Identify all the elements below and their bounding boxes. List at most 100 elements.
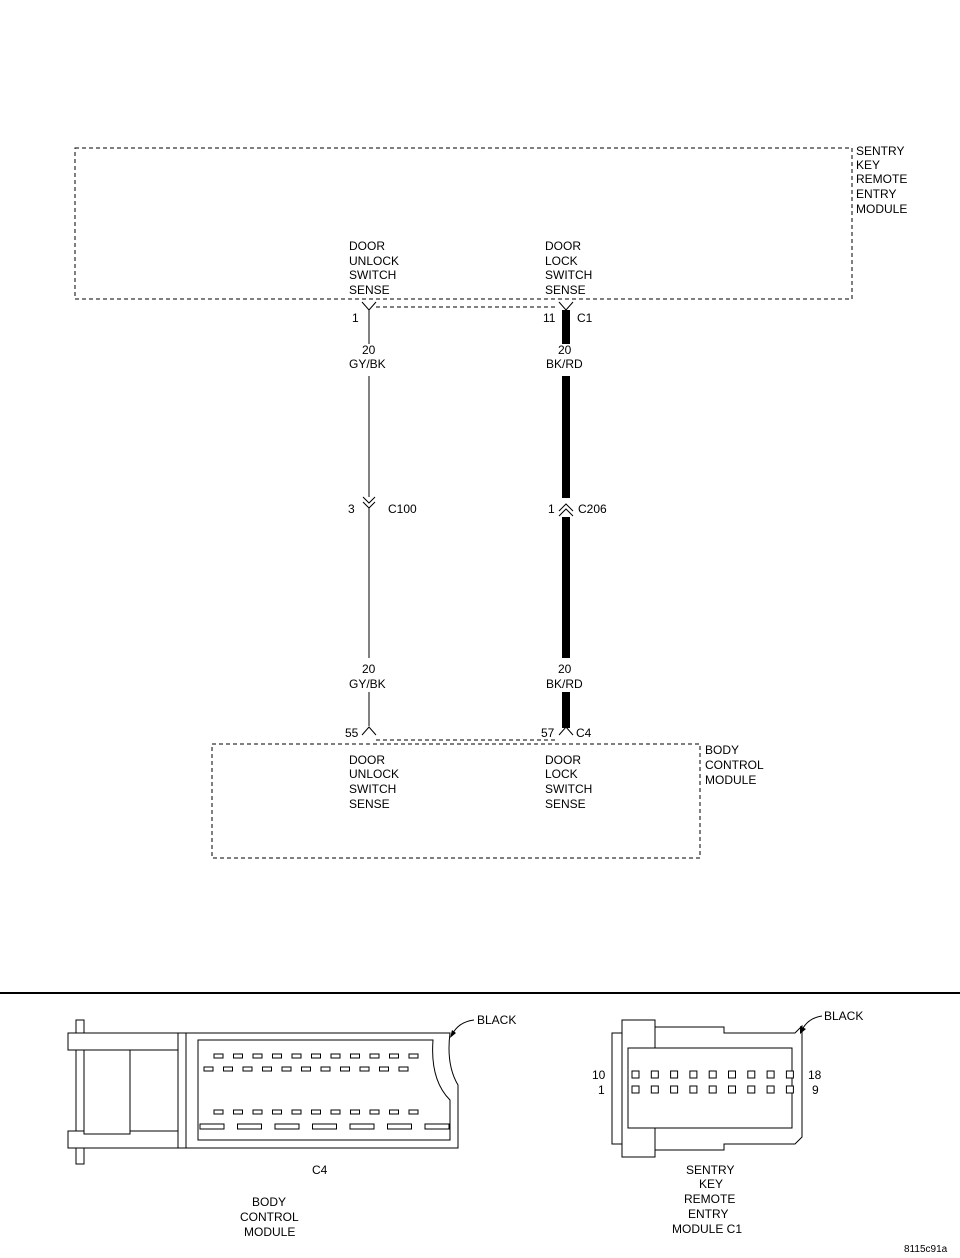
c4-pin-cavity — [320, 1066, 331, 1072]
bcm-module-name-line: CONTROL — [705, 758, 764, 772]
sentry-module-name-line: KEY — [856, 158, 880, 172]
c1-pin-cavity — [728, 1070, 736, 1079]
c4-cavity-outline — [197, 1039, 451, 1141]
label-line: SENSE — [545, 797, 586, 811]
c1-color-leader — [801, 1015, 823, 1031]
sentry-caption-line: ENTRY — [688, 1207, 728, 1221]
c1-pin-9-label: 9 — [812, 1083, 819, 1097]
c4-pin-cavity — [252, 1053, 263, 1059]
c4-power-cavity — [312, 1123, 337, 1130]
c4-pin-cavity — [262, 1066, 272, 1072]
top-connector-lock: C1 — [577, 311, 593, 325]
label-line: LOCK — [545, 767, 578, 781]
top-pin-unlock: 1 — [352, 311, 359, 325]
c4-pin-cavity — [389, 1053, 399, 1059]
sentry-caption-line: REMOTE — [684, 1192, 735, 1206]
c1-pin-field — [631, 1070, 794, 1094]
bcm-module-name-line: BODY — [705, 743, 739, 757]
label-line: UNLOCK — [349, 254, 399, 268]
pin-symbol — [361, 726, 377, 736]
c1-pin-cavity — [747, 1070, 756, 1079]
c4-pin-cavity — [330, 1109, 341, 1115]
c1-pin-cavity — [708, 1070, 717, 1079]
c4-pin-cavity — [233, 1109, 243, 1115]
c1-pin-cavity — [670, 1085, 679, 1094]
c4-pin-cavity — [369, 1109, 380, 1115]
bcm-caption-line: CONTROL — [240, 1210, 299, 1224]
c206-connector-symbol — [558, 503, 574, 517]
c4-latch-tab — [67, 1032, 179, 1051]
c1-pin-cavity — [631, 1085, 640, 1094]
c4-pin-cavity — [203, 1066, 214, 1072]
c4-pin-cavity — [408, 1109, 419, 1115]
c4-housing — [177, 1032, 459, 1149]
c1-pin-cavity — [766, 1070, 775, 1079]
c4-leader-arrow — [450, 1030, 456, 1038]
c4-pin-cavity — [223, 1066, 233, 1072]
lock-upper-gauge: 20 — [558, 343, 572, 357]
unlock-sense-bottom-label: DOOR UNLOCK SWITCH SENSE — [349, 753, 399, 811]
c4-power-cavity — [424, 1123, 450, 1130]
label-line: LOCK — [545, 254, 578, 268]
lock-sense-bottom-label: DOOR LOCK SWITCH SENSE — [545, 753, 592, 811]
c4-pin-cavity — [301, 1066, 311, 1072]
c4-latch-window — [83, 1049, 131, 1135]
c4-pin-cavity — [213, 1109, 224, 1115]
c1-cavity-outline — [627, 1047, 793, 1129]
pin-symbol — [558, 726, 574, 736]
c4-power-cavity — [349, 1123, 375, 1130]
figure-id: 8115c91a — [904, 1244, 948, 1255]
top-pin-lock: 11 — [543, 311, 556, 325]
label-line: SENSE — [349, 283, 390, 297]
c4-pin-cavity — [330, 1053, 341, 1059]
label-line: DOOR — [545, 239, 581, 253]
unlock-upper-color: GY/BK — [349, 357, 386, 371]
lock-upper-color: BK/RD — [546, 357, 583, 371]
c4-power-cavity — [274, 1123, 300, 1130]
c1-pin-cavity — [785, 1085, 794, 1094]
label-line: SWITCH — [349, 268, 396, 282]
unlock-sense-top-label: DOOR UNLOCK SWITCH SENSE — [349, 239, 399, 297]
c1-color-label: BLACK — [824, 1009, 863, 1023]
sentry-module-box — [74, 147, 853, 300]
unlock-lower-gauge: 20 — [362, 662, 376, 676]
bcm-module-name-line: MODULE — [705, 773, 756, 787]
sentry-module-name-line: REMOTE — [856, 172, 907, 186]
c1-leader-arrow — [800, 1026, 806, 1034]
pin-symbol — [558, 301, 574, 311]
c4-pin-cavity — [233, 1053, 243, 1059]
label-line: DOOR — [545, 753, 581, 767]
c1-pin-cavity — [708, 1085, 717, 1094]
c4-pin-cavity — [213, 1053, 224, 1059]
c1-pin-10-label: 10 — [592, 1068, 606, 1082]
c4-pin-cavity — [350, 1053, 360, 1059]
c4-pin-cavity — [350, 1109, 360, 1115]
label-line: DOOR — [349, 753, 385, 767]
lock-lower-color: BK/RD — [546, 677, 583, 691]
c4-pin-cavity — [272, 1109, 282, 1115]
label-line: SENSE — [349, 797, 390, 811]
sentry-caption-line: KEY — [699, 1177, 723, 1191]
c4-power-cavity — [387, 1123, 412, 1130]
c1-pin-cavity — [766, 1085, 775, 1094]
c100-connector-symbol — [362, 496, 376, 509]
label-line: SENSE — [545, 283, 586, 297]
c1-pin-cavity — [631, 1070, 640, 1079]
bcm-caption-line: MODULE — [244, 1225, 295, 1239]
label-line: SWITCH — [349, 782, 396, 796]
c4-connector-label: C4 — [312, 1163, 328, 1177]
c100-label: C100 — [388, 502, 417, 516]
c4-power-cavity — [237, 1123, 262, 1130]
label-line: UNLOCK — [349, 767, 399, 781]
c1-pin-cavity — [747, 1085, 756, 1094]
c4-pin-cavity — [311, 1109, 321, 1115]
c1-pin-18-label: 18 — [808, 1068, 822, 1082]
c4-pin-cavity — [281, 1066, 292, 1072]
label-line: DOOR — [349, 239, 385, 253]
c1-pin-cavity — [670, 1070, 679, 1079]
sentry-module-name-line: SENTRY — [856, 144, 904, 158]
label-line: SWITCH — [545, 268, 592, 282]
c4-pin-cavity — [242, 1066, 253, 1072]
c1-pin-cavity — [689, 1085, 698, 1094]
